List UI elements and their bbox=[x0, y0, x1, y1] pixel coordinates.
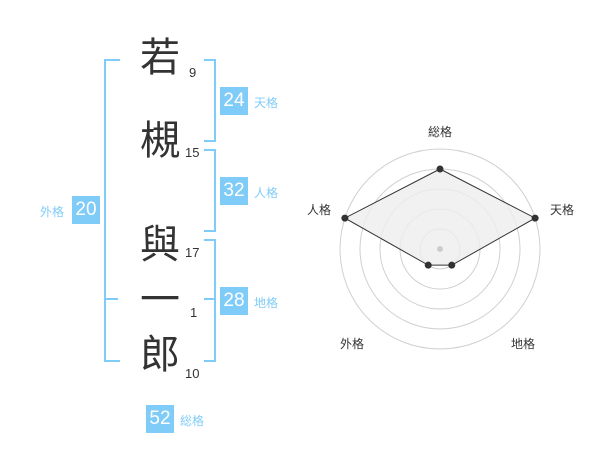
radar-point bbox=[341, 214, 349, 222]
radar-axis-label: 地格 bbox=[511, 337, 536, 351]
name-char: 郎 bbox=[140, 332, 180, 378]
radar-axis-label: 総格 bbox=[428, 125, 453, 139]
bracket-tick bbox=[106, 298, 118, 300]
stroke-count: 9 bbox=[189, 65, 197, 80]
radar-axis-label: 天格 bbox=[550, 203, 575, 217]
stroke-count: 17 bbox=[185, 245, 200, 260]
tenkaku-label: 天格 bbox=[254, 96, 279, 110]
name-char: 一 bbox=[140, 277, 180, 323]
stroke-count: 15 bbox=[185, 145, 200, 160]
gaikaku-label: 外格 bbox=[40, 205, 65, 219]
radar-axis-label: 外格 bbox=[340, 337, 365, 351]
gaikaku-value: 20 bbox=[72, 196, 100, 224]
radar-center-dot bbox=[437, 246, 443, 252]
soukaku-value: 52 bbox=[146, 405, 174, 433]
tenkaku-bracket bbox=[204, 59, 216, 142]
radar-point bbox=[424, 261, 432, 269]
jinkaku-label: 人格 bbox=[254, 186, 279, 200]
radar-point bbox=[436, 165, 444, 173]
bracket-tick bbox=[204, 298, 214, 300]
chikaku-label: 地格 bbox=[254, 296, 279, 310]
stroke-count: 1 bbox=[190, 305, 198, 320]
chikaku-value: 28 bbox=[220, 287, 248, 315]
name-char: 槻 bbox=[140, 118, 180, 164]
radar-point bbox=[531, 214, 539, 222]
jinkaku-bracket bbox=[204, 149, 216, 232]
tenkaku-value: 24 bbox=[220, 87, 248, 115]
gaikaku-bracket bbox=[104, 59, 120, 362]
stroke-count: 10 bbox=[185, 366, 200, 381]
radar-point bbox=[448, 261, 456, 269]
radar-axis-label: 人格 bbox=[307, 203, 332, 217]
name-char: 與 bbox=[140, 222, 180, 268]
chikaku-bracket bbox=[204, 239, 216, 362]
soukaku-label: 総格 bbox=[180, 414, 205, 428]
radar-area bbox=[343, 168, 537, 266]
radar-ring bbox=[339, 148, 541, 350]
name-char: 若 bbox=[140, 35, 180, 81]
jinkaku-value: 32 bbox=[220, 177, 248, 205]
